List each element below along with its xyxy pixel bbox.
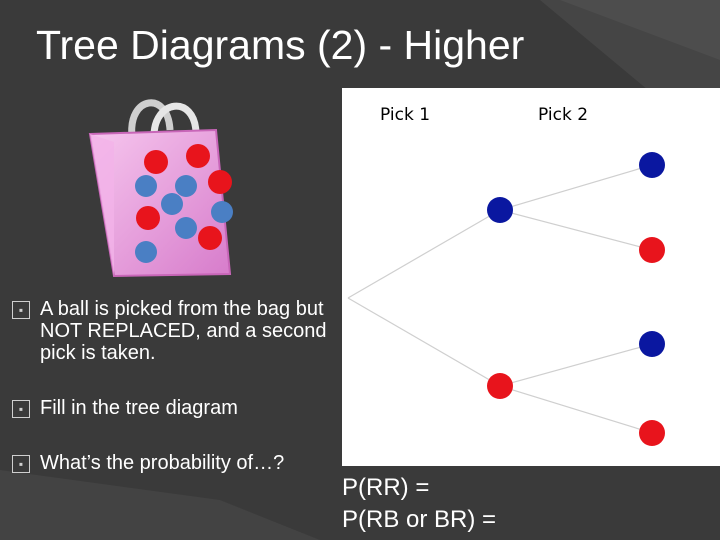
pick2-blue-ball bbox=[639, 152, 665, 178]
branch-red-to-blue bbox=[499, 343, 653, 387]
tree-diagram-panel: Pick 1 Pick 2 bbox=[342, 88, 720, 466]
bullet-text: Fill in the tree diagram bbox=[40, 397, 238, 419]
bullet-item: ▪ Fill in the tree diagram bbox=[12, 397, 340, 419]
pick2-red-ball bbox=[639, 237, 665, 263]
branch-root-to-red bbox=[347, 297, 501, 387]
pick-2-label: Pick 2 bbox=[538, 105, 588, 125]
branch-blue-to-blue bbox=[499, 164, 653, 211]
bag-ball-blue bbox=[175, 217, 197, 239]
shopping-bag-image bbox=[88, 99, 233, 278]
bag-ball-blue bbox=[135, 241, 157, 263]
tree-diagram: Pick 1 Pick 2 bbox=[347, 105, 665, 446]
bullet-marker-icon: ▪ bbox=[12, 455, 30, 473]
bullet-marker-icon: ▪ bbox=[12, 400, 30, 418]
pick1-red-ball bbox=[487, 373, 513, 399]
bag-ball-blue bbox=[161, 193, 183, 215]
pick2-blue-ball bbox=[639, 331, 665, 357]
bullet-text: What’s the probability of…? bbox=[40, 452, 285, 474]
slide-title: Tree Diagrams (2) - Higher bbox=[36, 22, 525, 68]
bullet-marker-icon: ▪ bbox=[12, 301, 30, 319]
probability-rr: P(RR) = bbox=[342, 474, 430, 501]
bag-ball-blue bbox=[211, 201, 233, 223]
pick1-blue-ball bbox=[487, 197, 513, 223]
bag-ball-red bbox=[198, 226, 222, 250]
bag-ball-blue bbox=[135, 175, 157, 197]
tree-branches bbox=[347, 164, 653, 434]
probability-questions: P(RR) = P(RB or BR) = bbox=[342, 472, 496, 536]
bullet-item: ▪ What’s the probability of…? bbox=[12, 452, 340, 474]
pick-1-label: Pick 1 bbox=[380, 105, 430, 125]
bullet-text: A ball is picked from the bag but NOT RE… bbox=[40, 298, 327, 364]
bullet-item: ▪ A ball is picked from the bag but NOT … bbox=[12, 298, 340, 364]
branch-root-to-blue bbox=[347, 209, 501, 299]
bag-ball-blue bbox=[175, 175, 197, 197]
branch-blue-to-red bbox=[499, 209, 653, 251]
probability-rb-or-br: P(RB or BR) = bbox=[342, 506, 497, 533]
branch-red-to-red bbox=[499, 385, 653, 434]
bag-ball-red bbox=[144, 150, 168, 174]
bag-ball-red bbox=[136, 206, 160, 230]
bag-ball-red bbox=[186, 144, 210, 168]
bag-ball-red bbox=[208, 170, 232, 194]
pick2-red-ball bbox=[639, 420, 665, 446]
